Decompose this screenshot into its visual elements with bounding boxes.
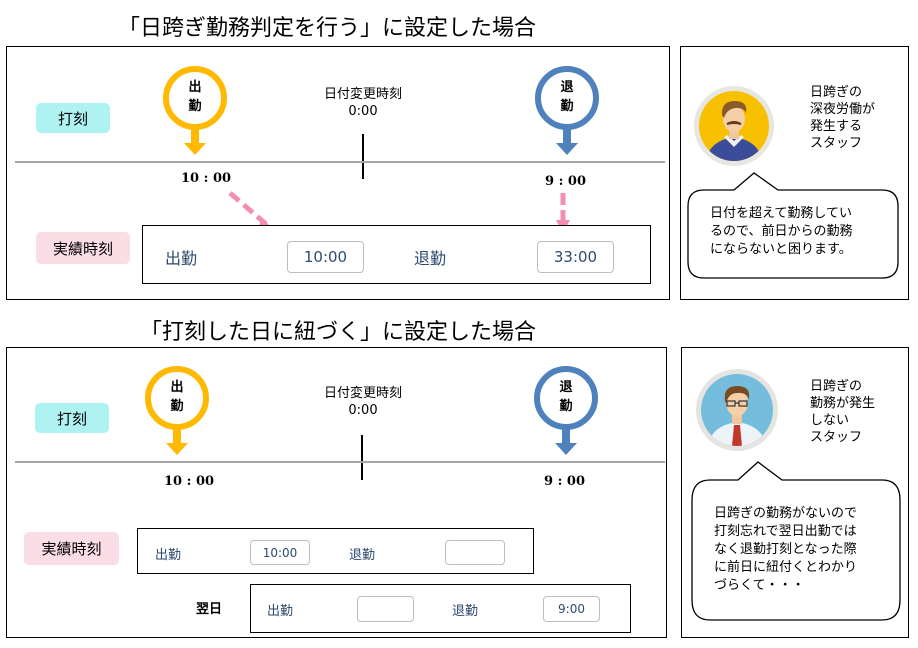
staff-line: 日跨ぎの [810, 379, 863, 394]
staff-line: スタッフ [810, 430, 863, 445]
speech-bubble-1 [687, 172, 899, 279]
record-out-label: 退勤 [349, 548, 376, 563]
bubble-line: にならないと困ります。 [710, 242, 852, 257]
next-day-out-label: 退勤 [452, 604, 479, 619]
pin-char: 勤 [560, 99, 574, 114]
clock-out-pin-label: 退 勤 [556, 378, 576, 416]
bubble-line: 打刻忘れで翌日出勤では [714, 524, 857, 539]
clock-in-pin-label: 出 勤 [185, 78, 205, 116]
pin-char: 退 [559, 380, 573, 395]
result-tag: 実績時刻 [36, 232, 130, 264]
scenario-2-title: 「打刻した日に紐づく」に設定した場合 [140, 320, 537, 345]
pin-char: 出 [188, 80, 202, 95]
clock-in-pin-icon [145, 366, 209, 455]
staff-2-description: 日跨ぎの 勤務が発生 しない スタッフ [810, 378, 875, 446]
record-in-field[interactable]: 10:00 [287, 241, 364, 273]
day-change-marker [361, 435, 363, 480]
scenario-1-title: 「日跨ぎ勤務判定を行う」に設定した場合 [118, 16, 537, 41]
day-change-label: 日付変更時刻 0:00 [313, 86, 413, 120]
pin-char: 勤 [559, 399, 573, 414]
clock-out-pin-icon [535, 66, 599, 155]
clock-in-pin-icon [163, 66, 227, 155]
staff-line: 日跨ぎの [810, 85, 863, 100]
timeline [15, 161, 665, 163]
record-out-label: 退勤 [414, 249, 447, 268]
speech-bubble-2 [691, 461, 901, 621]
day-change-time: 0:00 [348, 403, 378, 418]
bubble-line: 日付を超えて勤務してい [710, 206, 852, 221]
clock-in-time: 10 : 00 [164, 474, 215, 489]
punch-tag: 打刻 [35, 403, 109, 433]
staff-line: スタッフ [810, 136, 863, 151]
record-out-field[interactable] [445, 540, 505, 565]
day-change-label: 日付変更時刻 0:00 [313, 385, 413, 419]
staff-line: しない [810, 413, 850, 428]
clock-in-pin-label: 出 勤 [167, 378, 187, 416]
staff-line: 深夜労働が [810, 102, 876, 117]
record-out-field[interactable]: 33:00 [537, 241, 614, 273]
bubble-line: に前日に紐付くとわかり [714, 560, 858, 575]
clock-in-time: 10 : 00 [181, 171, 232, 186]
day-change-title: 日付変更時刻 [323, 87, 402, 102]
staff-avatar-glasses-icon [696, 369, 778, 451]
record-in-label: 出勤 [155, 548, 182, 563]
pin-char: 勤 [188, 99, 202, 114]
staff-1-description: 日跨ぎの 深夜労働が 発生する スタッフ [810, 84, 875, 152]
next-day-in-label: 出勤 [267, 604, 294, 619]
clock-out-time: 9 : 00 [545, 174, 586, 189]
next-day-label: 翌日 [196, 602, 223, 617]
next-day-out-field[interactable]: 9:00 [543, 596, 600, 622]
bubble-2-text: 日跨ぎの勤務がないので 打刻忘れで翌日出勤では なく退勤打刻となった際 に前日に… [714, 505, 857, 595]
day-change-time: 0:00 [348, 104, 378, 119]
day-change-marker [362, 134, 364, 179]
bubble-line: づらくて・・・ [714, 578, 805, 593]
staff-line: 勤務が発生 [810, 396, 876, 411]
day-change-title: 日付変更時刻 [323, 386, 402, 401]
clock-out-pin-label: 退 勤 [557, 78, 577, 116]
punch-tag: 打刻 [36, 103, 110, 133]
clock-out-time: 9 : 00 [544, 474, 585, 489]
staff-line: 発生する [810, 119, 863, 134]
pin-char: 退 [560, 80, 574, 95]
record-in-label: 出勤 [165, 249, 198, 268]
pin-char: 勤 [170, 399, 184, 414]
result-tag: 実績時刻 [24, 532, 119, 565]
bubble-1-text: 日付を超えて勤務してい るので、前日からの勤務 にならないと困ります。 [710, 205, 852, 259]
timeline [15, 461, 665, 463]
clock-out-pin-icon [534, 366, 598, 455]
next-day-in-field[interactable] [357, 596, 414, 622]
record-row [137, 528, 534, 574]
bubble-line: 日跨ぎの勤務がないので [714, 506, 858, 521]
record-in-field[interactable]: 10:00 [250, 540, 310, 565]
staff-avatar-mustache-icon [694, 86, 774, 166]
bubble-line: るので、前日からの勤務 [710, 224, 853, 239]
pin-char: 出 [170, 380, 184, 395]
bubble-line: なく退勤打刻となった際 [714, 542, 857, 557]
